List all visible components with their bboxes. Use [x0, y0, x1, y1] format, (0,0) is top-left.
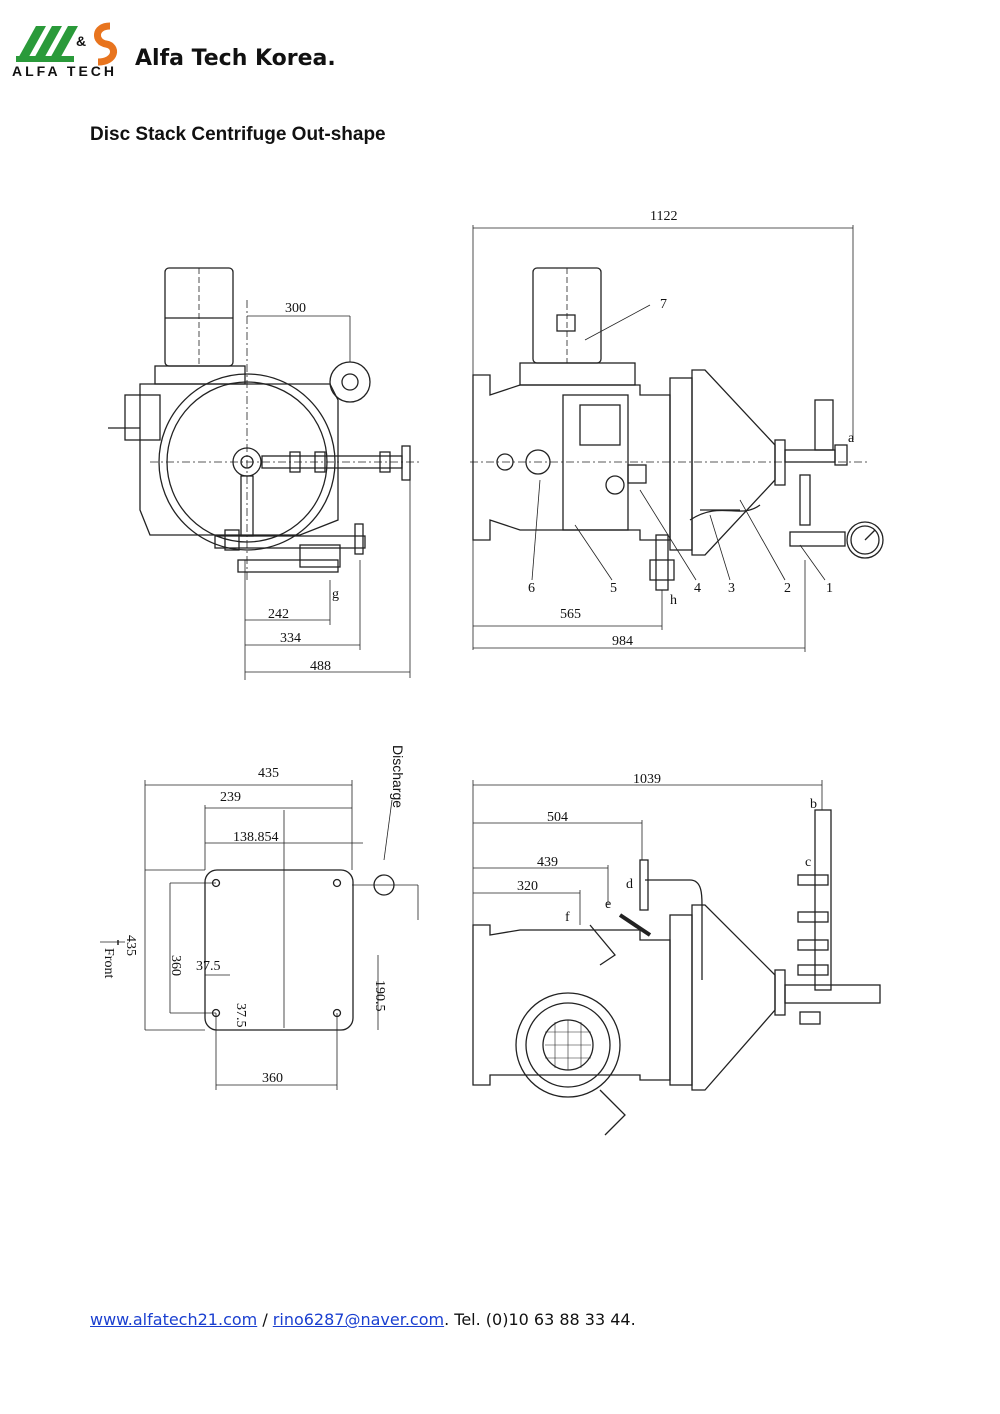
callout-5: 5 [610, 581, 617, 596]
front-port-g: g [332, 587, 339, 602]
rear-port-d: d [626, 877, 633, 892]
website-link[interactable]: www.alfatech21.com [90, 1310, 258, 1329]
plan-dim-190-5: 190.5 [372, 980, 387, 1012]
callout-2: 2 [784, 581, 791, 596]
plan-dim-360-horiz: 360 [262, 1071, 283, 1086]
rear-dim-504: 504 [547, 810, 568, 825]
rear-port-b: b [810, 797, 817, 812]
rear-dim-439: 439 [537, 855, 558, 870]
rear-port-e: e [605, 897, 611, 912]
callout-4: 4 [694, 581, 701, 596]
rear-dim-320: 320 [517, 879, 538, 894]
page-title: Disc Stack Centrifuge Out-shape [90, 124, 386, 145]
plan-dim-435-vert: 435 [123, 935, 138, 956]
plan-dim-138854: 138.854 [233, 830, 279, 845]
rear-dim-1039: 1039 [633, 772, 661, 787]
callout-6: 6 [528, 581, 535, 596]
front-view [108, 267, 420, 680]
plan-dim-435-top: 435 [258, 766, 279, 781]
side-view [470, 225, 884, 652]
front-dim-300: 300 [285, 301, 306, 316]
side-dim-1122: 1122 [650, 209, 677, 224]
email-link[interactable]: rino6287@naver.com [272, 1310, 445, 1329]
side-dim-984: 984 [612, 634, 633, 649]
front-dim-488: 488 [310, 659, 331, 674]
plan-front-label: Front [101, 948, 116, 978]
callout-3: 3 [728, 581, 735, 596]
svg-text:&: & [76, 33, 86, 49]
company-name: Alfa Tech Korea. [135, 46, 336, 71]
logo-subtitle: ALFA TECH [12, 63, 117, 79]
front-dim-242: 242 [268, 607, 289, 622]
plan-discharge-label: Discharge [390, 745, 406, 808]
front-dim-334: 334 [280, 631, 301, 646]
company-logo: & ALFA TECH [12, 22, 117, 79]
logo-mark: & [16, 22, 117, 66]
rear-port-c: c [805, 855, 811, 870]
plan-dim-37-5-b: 37.5 [233, 1003, 248, 1028]
footer-separator: / [257, 1310, 273, 1329]
callout-1: 1 [826, 581, 833, 596]
side-port-h: h [670, 593, 677, 608]
rear-view [472, 780, 881, 1136]
plan-dim-360-vert: 360 [168, 955, 183, 976]
plan-view [100, 780, 419, 1090]
footer-contact: www.alfatech21.com / rino6287@naver.com.… [90, 1310, 636, 1329]
callout-7: 7 [660, 297, 667, 312]
side-dim-565: 565 [560, 607, 581, 622]
plan-dim-239: 239 [220, 790, 241, 805]
side-port-a: a [848, 431, 855, 446]
rear-port-f: f [565, 910, 570, 925]
footer-phone: . Tel. (0)10 63 88 33 44. [444, 1310, 636, 1329]
plan-dim-37-5-a: 37.5 [196, 959, 221, 974]
